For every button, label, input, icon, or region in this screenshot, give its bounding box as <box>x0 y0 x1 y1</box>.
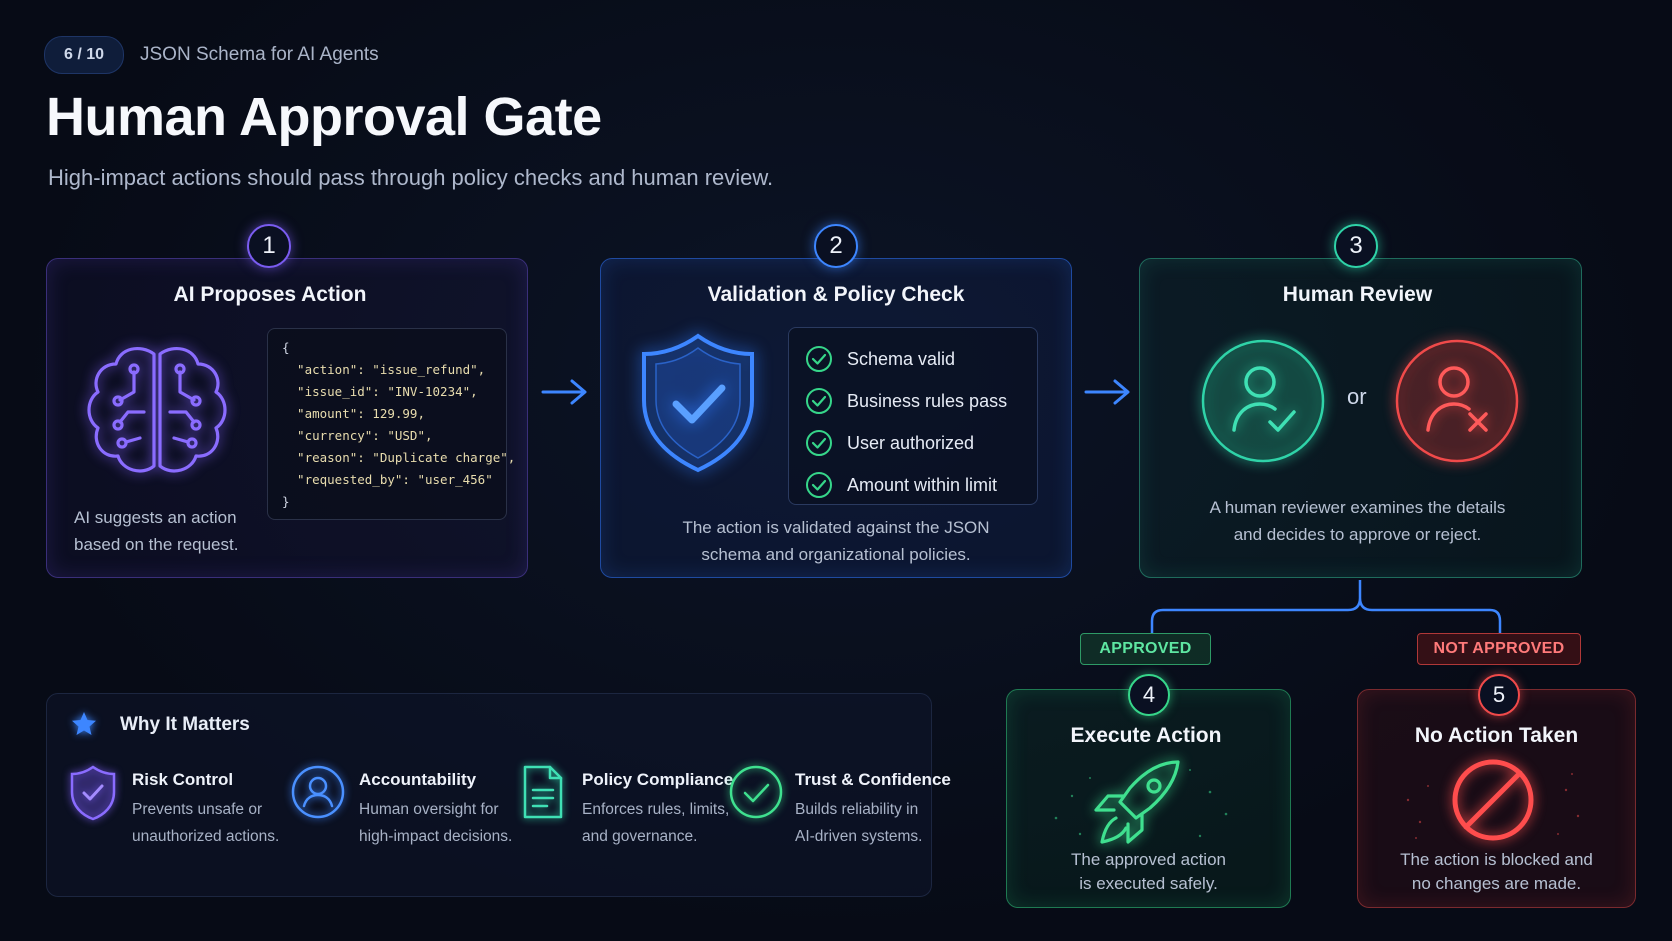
outcome-description: The approved action is executed safely. <box>1006 848 1291 896</box>
step-title: Human Review <box>1282 283 1433 306</box>
user-check-icon <box>1201 339 1325 463</box>
page-title: Human Approval Gate <box>46 87 602 147</box>
step-description: A human reviewer examines the details an… <box>1139 494 1576 548</box>
why-item-title: Trust & Confidence <box>795 770 951 789</box>
desc-line: Human oversight for <box>359 801 499 818</box>
series-title: JSON Schema for AI Agents <box>140 44 379 65</box>
code-line: "amount": 129.99, <box>282 406 425 421</box>
code-line: { <box>282 340 290 355</box>
why-item-risk-control: Risk Control Prevents unsafe or unauthor… <box>132 770 279 850</box>
checklist-label: Schema valid <box>847 348 956 369</box>
status-badge-approved: APPROVED <box>1080 633 1211 665</box>
step-title: Validation & Policy Check <box>707 283 965 306</box>
desc-line: high-impact decisions. <box>359 828 513 845</box>
page-indicator: 6 / 10 <box>44 36 124 74</box>
desc-line: is executed safely. <box>1079 874 1218 893</box>
why-item-title: Policy Compliance <box>582 770 734 789</box>
check-circle-icon <box>806 388 832 414</box>
desc-line: unauthorized actions. <box>132 828 280 845</box>
step-card-human-review <box>1139 258 1582 578</box>
why-item-trust-confidence: Trust & Confidence Builds reliability in… <box>795 770 951 850</box>
desc-line: and decides to approve or reject. <box>1233 525 1482 544</box>
why-item-title: Accountability <box>359 770 477 789</box>
desc-line: based on the request. <box>74 535 239 554</box>
prohibited-icon <box>1406 759 1580 841</box>
desc-line: Enforces rules, limits, <box>582 801 730 818</box>
step-number: 1 <box>247 224 291 268</box>
desc-line: and governance. <box>582 828 698 845</box>
checklist-label: User authorized <box>847 432 975 453</box>
desc-line: AI suggests an action <box>74 508 237 527</box>
step-description: The action is validated against the JSON… <box>600 514 1072 568</box>
step-number: 2 <box>814 224 858 268</box>
step-number: 4 <box>1128 674 1170 716</box>
why-item-policy-compliance: Policy Compliance Enforces rules, limits… <box>582 770 733 850</box>
desc-line: The approved action <box>1071 850 1226 869</box>
checklist-item: Business rules pass <box>805 380 1037 422</box>
code-line: "currency": "USD", <box>282 428 433 443</box>
document-icon <box>523 765 563 819</box>
check-circle-icon <box>806 430 832 456</box>
check-circle-icon <box>806 472 832 498</box>
code-line: "action": "issue_refund", <box>282 362 486 377</box>
or-label: or <box>1347 384 1367 409</box>
step-number: 5 <box>1478 674 1520 716</box>
brain-circuit-icon <box>87 346 227 473</box>
arrow-right-icon <box>1084 379 1130 405</box>
checklist-label: Amount within limit <box>847 474 998 495</box>
desc-line: A human reviewer examines the details <box>1209 498 1506 517</box>
step-number: 3 <box>1334 224 1378 268</box>
arrow-right-icon <box>541 379 587 405</box>
desc-line: The action is validated against the JSON <box>682 518 990 537</box>
why-it-matters-title: Why It Matters <box>120 714 250 735</box>
step-title: AI Proposes Action <box>173 283 367 306</box>
why-item-description: Prevents unsafe or unauthorized actions. <box>132 796 279 850</box>
step-description: AI suggests an action based on the reque… <box>74 504 238 558</box>
checklist-label: Business rules pass <box>847 390 1008 411</box>
shield-check-icon <box>70 765 116 821</box>
check-circle-icon <box>806 346 832 372</box>
rocket-icon <box>1054 760 1228 844</box>
shield-check-icon <box>642 333 754 473</box>
code-line: "requested_by": "user_456" <box>282 472 493 487</box>
sparkle-dots <box>1406 773 1580 839</box>
code-line: } <box>282 494 290 509</box>
validation-checklist: Schema valid Business rules pass User au… <box>788 327 1038 505</box>
outcome-description: The action is blocked and no changes are… <box>1357 848 1636 896</box>
code-line: "reason": "Duplicate charge", <box>282 450 516 465</box>
code-line: "issue_id": "INV-10234", <box>282 384 478 399</box>
check-circle-icon <box>729 765 783 819</box>
desc-line: The action is blocked and <box>1400 850 1593 869</box>
checklist-item: Schema valid <box>805 338 1037 380</box>
json-code-block: { "action": "issue_refund", "issue_id": … <box>267 328 516 520</box>
why-item-accountability: Accountability Human oversight for high-… <box>359 770 512 850</box>
why-item-title: Risk Control <box>132 770 234 789</box>
desc-line: Builds reliability in <box>795 801 919 818</box>
outcome-card-execute <box>1006 689 1291 908</box>
status-badge-not-approved: NOT APPROVED <box>1417 633 1581 665</box>
star-icon <box>72 712 96 735</box>
checklist-item: User authorized <box>805 422 1037 464</box>
branch-connector <box>1150 580 1502 633</box>
desc-line: Prevents unsafe or <box>132 801 263 818</box>
desc-line: AI-driven systems. <box>795 828 923 845</box>
page-subtitle: High-impact actions should pass through … <box>48 165 774 190</box>
why-item-description: Builds reliability in AI-driven systems. <box>795 796 951 850</box>
desc-line: schema and organizational policies. <box>701 545 971 564</box>
user-x-icon <box>1395 339 1519 463</box>
outcome-title: No Action Taken <box>1414 724 1579 747</box>
outcome-title: Execute Action <box>1070 724 1222 747</box>
why-item-description: Human oversight for high-impact decision… <box>359 796 512 850</box>
why-item-description: Enforces rules, limits, and governance. <box>582 796 733 850</box>
checklist-item: Amount within limit <box>805 464 1037 506</box>
why-it-matters-panel <box>46 693 932 897</box>
sparkle-dots <box>1054 769 1228 838</box>
desc-line: no changes are made. <box>1411 874 1582 893</box>
user-circle-icon <box>291 765 345 819</box>
